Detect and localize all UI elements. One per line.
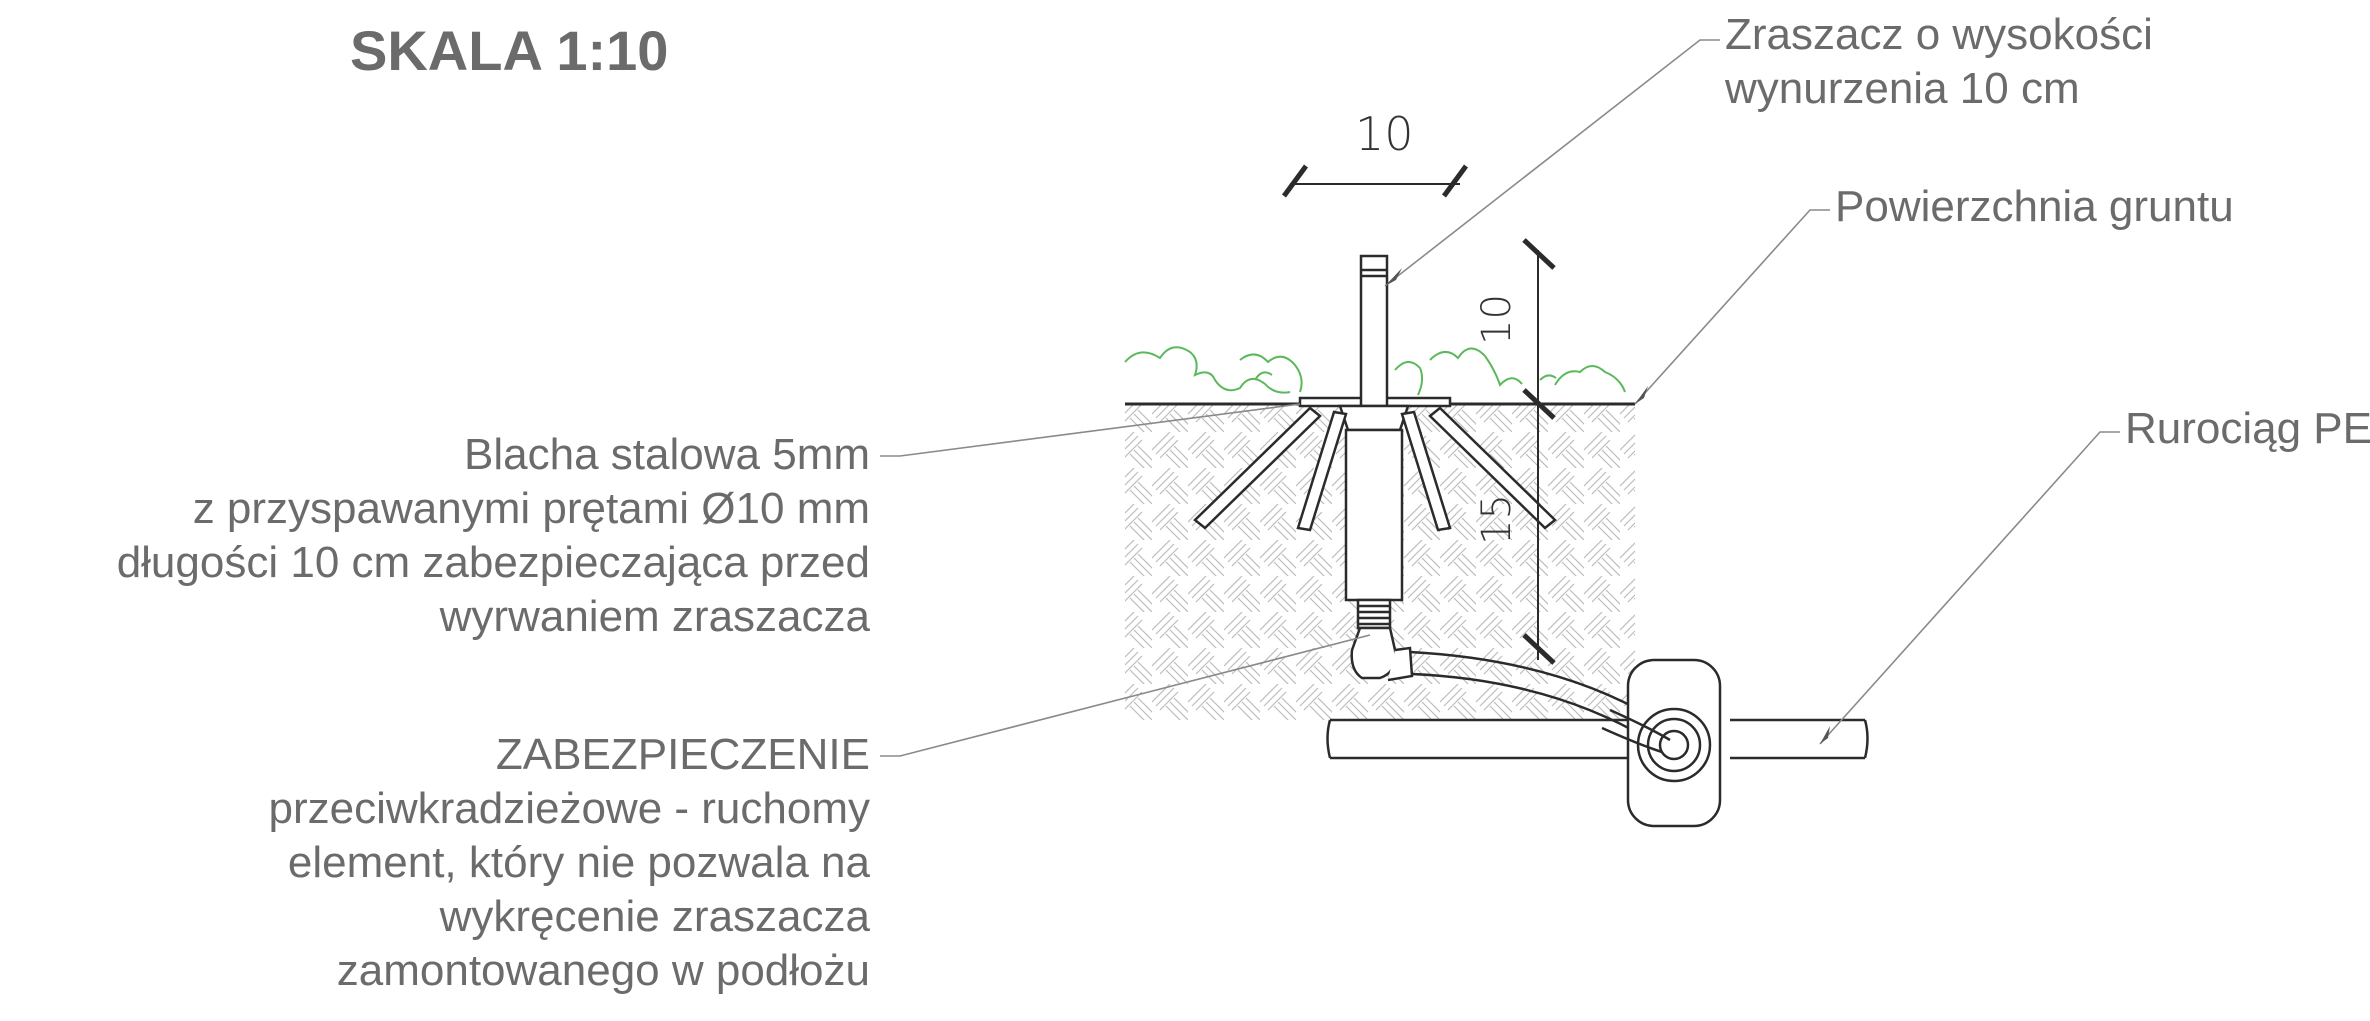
pe-pipe [1326, 718, 1869, 760]
dim-below-label: 15 [1474, 494, 1520, 545]
label-plate: Blacha stalowa 5mm z przyspawanymi pręta… [117, 428, 870, 644]
label-pipeline: Rurociąg PE [2125, 402, 2370, 456]
dim-width-label: 10 [1355, 107, 1414, 161]
label-security-line-3: element, który nie pozwala na [287, 838, 870, 887]
label-security-line-5: zamontowanego w podłożu [336, 946, 870, 995]
label-sprinkler: Zraszacz o wysokości wynurzenia 10 cm [1725, 8, 2153, 116]
sprinkler-body [1338, 404, 1410, 630]
label-sprinkler-line-2: wynurzenia 10 cm [1725, 64, 2080, 113]
label-security: ZABEZPIECZENIE przeciwkradzieżowe - ruch… [268, 728, 870, 998]
elbow-fitting [1350, 626, 1414, 682]
label-plate-line-2: z przyspawanymi prętami Ø10 mm [192, 484, 870, 533]
dim-above-label: 10 [1474, 294, 1520, 345]
label-plate-line-4: wyrwaniem zraszacza [439, 592, 870, 641]
label-pipeline-line-1: Rurociąg PE [2125, 404, 2370, 453]
scale-title: SKALA 1:10 [350, 19, 669, 82]
label-ground-line-1: Powierzchnia gruntu [1835, 182, 2234, 231]
label-security-line-4: wykręcenie zraszacza [439, 892, 870, 941]
leader-lines [880, 39, 2120, 757]
sprinkler-head [1359, 254, 1389, 408]
label-ground: Powierzchnia gruntu [1835, 180, 2234, 234]
label-security-line-2: przeciwkradzieżowe - ruchomy [268, 784, 870, 833]
label-plate-line-1: Blacha stalowa 5mm [464, 430, 870, 479]
label-plate-line-3: długości 10 cm zabezpieczająca przed [116, 538, 870, 587]
label-security-line-1: ZABEZPIECZENIE [495, 730, 870, 779]
anchor-rods [1193, 406, 1557, 532]
label-sprinkler-line-1: Zraszacz o wysokości [1725, 10, 2153, 59]
grass [1124, 346, 1626, 396]
dimension-width [1281, 164, 1469, 198]
leader-arrows [1385, 268, 1830, 744]
dimension-vertical [1522, 238, 1556, 665]
saddle-clamp [1601, 658, 1722, 828]
